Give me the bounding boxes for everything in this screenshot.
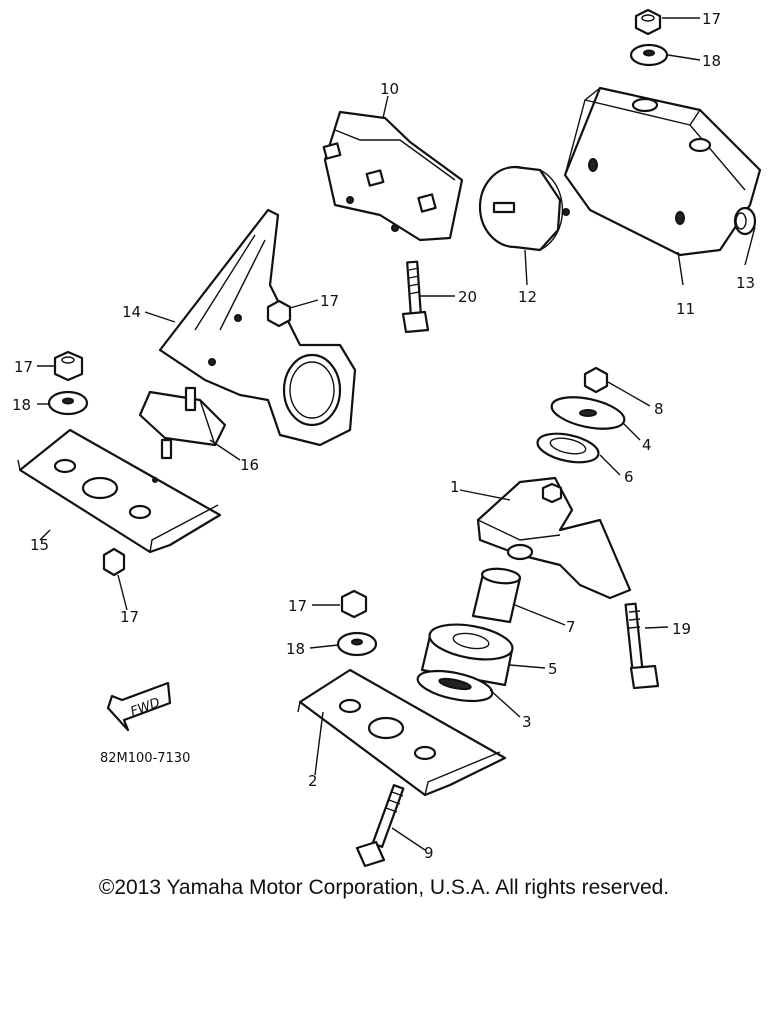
callouts: 17 18 10 11 13 12 20 14 17 17 18 16 15 1… bbox=[12, 10, 755, 862]
part-13-nut bbox=[733, 206, 757, 236]
callout-20: 20 bbox=[458, 288, 477, 306]
part-17-nut-top bbox=[634, 8, 662, 36]
callout-14: 14 bbox=[122, 303, 141, 321]
part-4-washer bbox=[550, 396, 626, 430]
callout-6: 6 bbox=[624, 468, 634, 486]
part-17-nut-center bbox=[340, 589, 368, 619]
part-7-collar bbox=[471, 567, 522, 624]
diagram-code: 82M100-7130 bbox=[100, 751, 190, 766]
callout-15: 15 bbox=[30, 536, 49, 554]
callout-8: 8 bbox=[654, 400, 664, 418]
part-10-bracket bbox=[322, 110, 464, 242]
part-14-bracket bbox=[158, 208, 357, 447]
part-9-bolt bbox=[355, 784, 405, 868]
part-11-cover bbox=[563, 86, 762, 257]
callout-5: 5 bbox=[548, 660, 558, 678]
part-2-plate bbox=[297, 668, 507, 797]
callout-1: 1 bbox=[450, 478, 460, 496]
part-15-plate bbox=[17, 428, 222, 554]
callout-18: 18 bbox=[12, 396, 31, 414]
part-8-nut bbox=[583, 366, 609, 394]
callout-11: 11 bbox=[676, 300, 695, 318]
callout-17: 17 bbox=[320, 292, 339, 310]
part-19-bolt bbox=[624, 602, 660, 690]
callout-17: 17 bbox=[14, 358, 33, 376]
part-12-horn bbox=[478, 165, 570, 252]
part-18-washer-center bbox=[336, 631, 378, 657]
callout-16: 16 bbox=[240, 456, 259, 474]
callout-18: 18 bbox=[286, 640, 305, 658]
callout-7: 7 bbox=[566, 618, 576, 636]
copyright-notice: ©2013 Yamaha Motor Corporation, U.S.A. A… bbox=[98, 876, 670, 899]
callout-17: 17 bbox=[120, 608, 139, 626]
part-17-nut-mid bbox=[266, 299, 292, 328]
callout-19: 19 bbox=[672, 620, 691, 638]
callout-12: 12 bbox=[518, 288, 537, 306]
part-6-bushing bbox=[536, 432, 600, 464]
part-3-washer bbox=[416, 669, 494, 703]
part-20-bolt bbox=[401, 260, 430, 334]
part-18-washer-top bbox=[629, 43, 669, 67]
callout-4: 4 bbox=[642, 436, 652, 454]
callout-3: 3 bbox=[522, 713, 532, 731]
callout-17: 17 bbox=[288, 597, 307, 615]
part-18-washer-left bbox=[47, 390, 89, 416]
callout-9: 9 bbox=[424, 844, 434, 862]
fwd-arrow-icon: FWD bbox=[106, 681, 172, 732]
part-1-bracket bbox=[476, 476, 632, 600]
exploded-parts-diagram: FWD 82M100-7130 17 18 10 11 bbox=[12, 8, 762, 868]
part-17-nut-bottom-left bbox=[102, 547, 126, 577]
callout-10: 10 bbox=[380, 80, 399, 98]
callout-2: 2 bbox=[308, 772, 318, 790]
callout-13: 13 bbox=[736, 274, 755, 292]
part-16-damper bbox=[138, 386, 227, 460]
part-17-nut-left bbox=[53, 350, 84, 382]
callout-17: 17 bbox=[702, 10, 721, 28]
leader-lines bbox=[37, 17, 756, 851]
callout-18: 18 bbox=[702, 52, 721, 70]
